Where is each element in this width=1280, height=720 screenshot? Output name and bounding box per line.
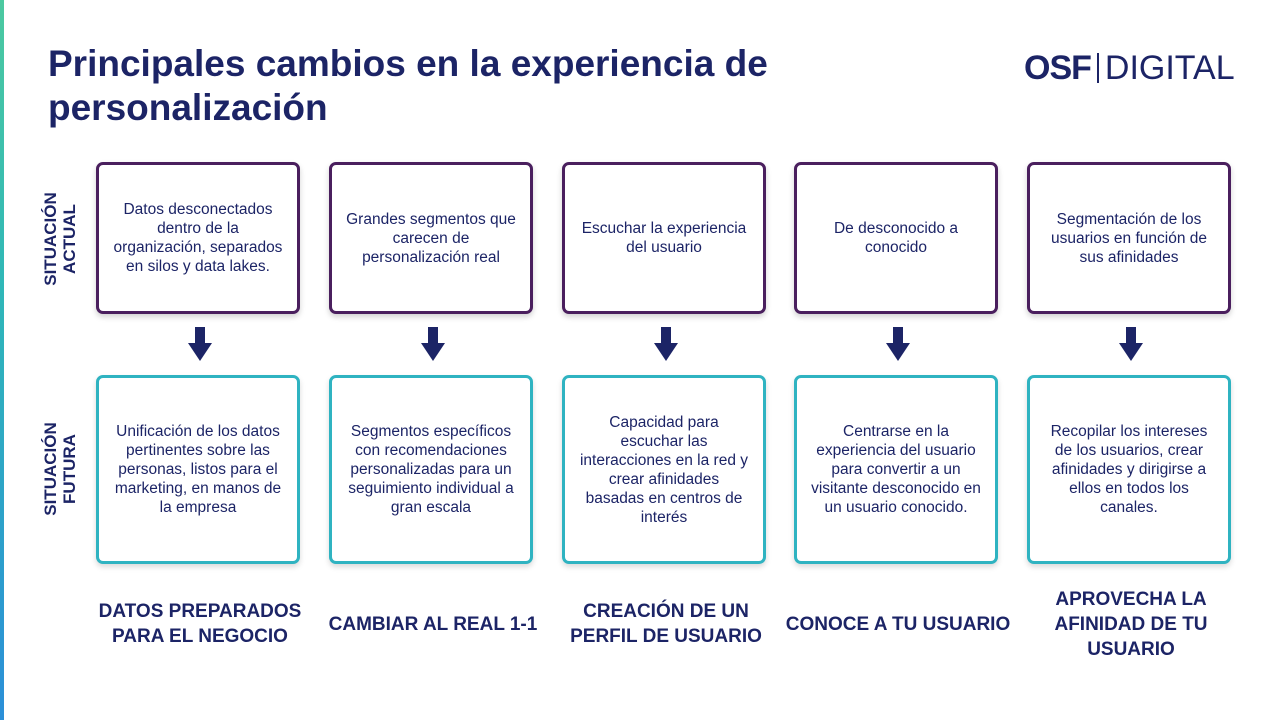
logo-product: DIGITAL [1104,49,1235,87]
future-situation-box: Capacidad para escuchar las interaccione… [562,375,766,564]
current-situation-box: Segmentación de los usuarios en función … [1027,162,1231,314]
column-caption: APROVECHA LA AFINIDAD DE TU USUARIO [1054,588,1208,660]
row-label-current-line1: SITUACIÓN [41,192,60,286]
column-caption: CAMBIAR AL REAL 1-1 [328,613,538,635]
current-situation-box: Escuchar la experiencia del usuario [562,162,766,314]
future-situation-box: Recopilar los intereses de los usuarios,… [1027,375,1231,564]
row-label-future: SITUACIÓN FUTURA [41,422,79,516]
arrow-down-icon [886,327,910,361]
column-caption: CREACIÓN DE UN PERFIL DE USUARIO [570,601,762,647]
current-situation-box: Grandes segmentos que carecen de persona… [329,162,533,314]
logo-divider [1096,53,1099,83]
arrow-down-icon [654,327,678,361]
logo-brand: OSF [1024,49,1092,87]
row-label-current: SITUACIÓN ACTUAL [41,192,79,286]
page-title: Principales cambios en la experiencia de… [48,43,768,128]
column-caption: CONOCE A TU USUARIO [785,613,1011,635]
future-situation-box: Segmentos específicos con recomendacione… [329,375,533,564]
accent-stripe [0,0,4,720]
future-situation-box: Unificación de los datos pertinentes sob… [96,375,300,564]
future-situation-box: Centrarse en la experiencia del usuario … [794,375,998,564]
row-label-future-line2: FUTURA [60,434,79,504]
column-caption: DATOS PREPARADOS PARA EL NEGOCIO [98,601,302,647]
arrow-down-icon [1119,327,1143,361]
arrow-down-icon [421,327,445,361]
current-situation-box: De desconocido a conocido [794,162,998,314]
arrow-down-icon [188,327,212,361]
current-situation-box: Datos desconectados dentro de la organiz… [96,162,300,314]
row-label-current-line2: ACTUAL [60,204,79,274]
row-label-future-line1: SITUACIÓN [41,422,60,516]
osf-digital-logo: OSF DIGITAL [1024,48,1235,88]
